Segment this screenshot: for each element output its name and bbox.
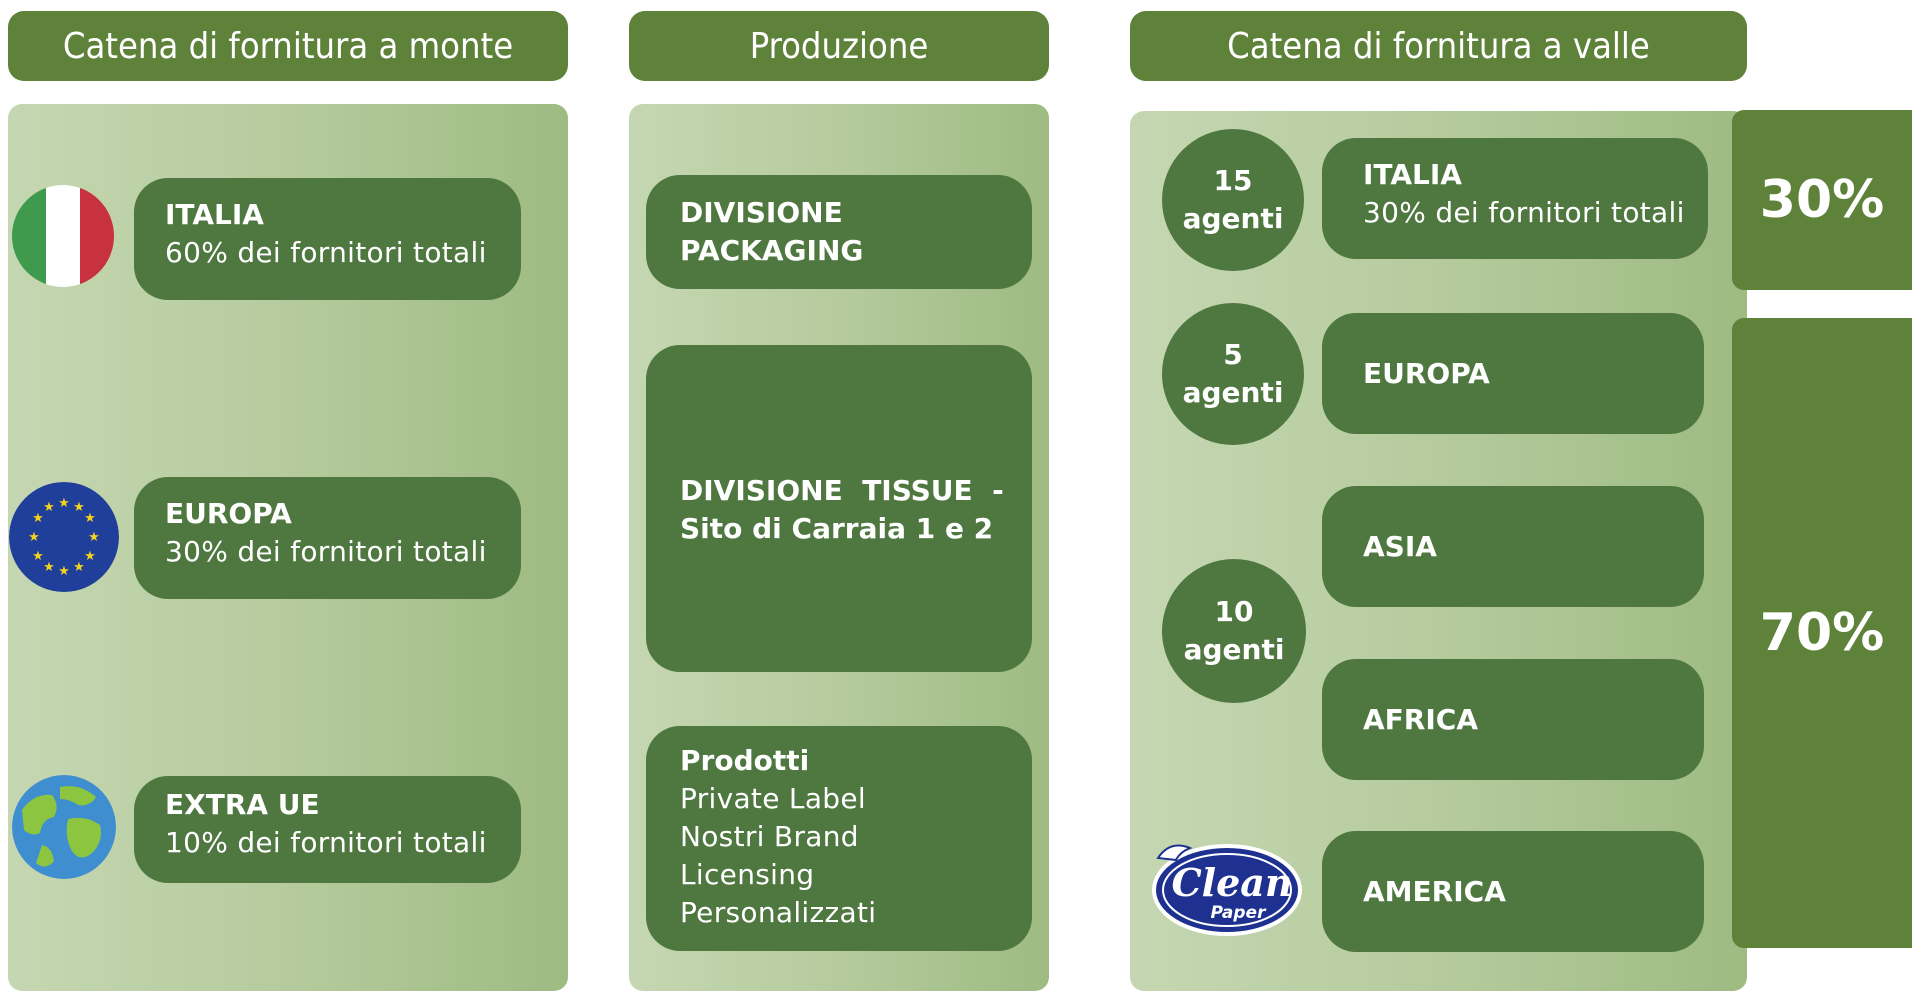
product-item: Nostri Brand	[680, 820, 859, 853]
downstream-america-card: AMERICA	[1322, 831, 1704, 952]
clean-paper-logo: Clean Paper	[1150, 836, 1304, 940]
svg-text:★: ★	[58, 564, 70, 579]
agents-count: 10	[1214, 595, 1254, 628]
downstream-america-title: AMERICA	[1363, 874, 1506, 908]
svg-text:★: ★	[73, 560, 85, 575]
downstream-africa-title: AFRICA	[1363, 702, 1478, 736]
downstream-africa-card: AFRICA	[1322, 659, 1704, 780]
svg-text:★: ★	[88, 530, 100, 545]
share-italy-value: 30%	[1759, 170, 1885, 230]
upstream-italia-title: ITALIA	[165, 198, 264, 231]
packaging-division-label: DIVISIONE PACKAGING	[680, 196, 864, 267]
share-foreign-value: 70%	[1759, 603, 1885, 663]
upstream-extraue-subtitle: 10% dei fornitori totali	[165, 826, 487, 859]
italy-flag-icon	[12, 185, 114, 287]
tissue-division-card: DIVISIONE TISSUE - Sito di Carraia 1 e 2	[646, 345, 1032, 672]
downstream-italia-card: ITALIA 30% dei fornitori totali	[1322, 138, 1708, 259]
agents-label: agenti	[1182, 202, 1284, 235]
upstream-extraue-card: EXTRA UE 10% dei fornitori totali	[134, 776, 521, 883]
downstream-italia-subtitle: 30% dei fornitori totali	[1363, 196, 1685, 229]
share-italy-bar: 30%	[1732, 110, 1912, 290]
packaging-division-card: DIVISIONE PACKAGING	[646, 175, 1032, 289]
agents-circle-asia-africa: 10 agenti	[1162, 559, 1306, 703]
agents-count: 15	[1213, 164, 1253, 197]
product-item: Private Label	[680, 782, 866, 815]
agents-circle-europa: 5 agenti	[1162, 303, 1304, 445]
agents-label: agenti	[1183, 633, 1285, 666]
upstream-italia-card: ITALIA 60% dei fornitori totali	[134, 178, 521, 300]
header-downstream: Catena di fornitura a valle	[1130, 11, 1747, 81]
svg-text:★: ★	[84, 511, 96, 526]
svg-text:★: ★	[84, 549, 96, 564]
downstream-europa-card: EUROPA	[1322, 313, 1704, 434]
downstream-asia-card: ASIA	[1322, 486, 1704, 607]
header-upstream: Catena di fornitura a monte	[8, 11, 568, 81]
downstream-italia-title: ITALIA	[1363, 158, 1462, 191]
upstream-europa-title: EUROPA	[165, 497, 292, 530]
globe-icon	[12, 775, 116, 879]
svg-text:★: ★	[32, 549, 44, 564]
logo-word-paper: Paper	[1211, 903, 1268, 923]
downstream-asia-title: ASIA	[1363, 529, 1437, 563]
products-title: Prodotti	[680, 744, 810, 777]
product-item: Licensing	[680, 858, 815, 891]
svg-text:★: ★	[43, 560, 55, 575]
upstream-europa-card: EUROPA 30% dei fornitori totali	[134, 477, 521, 599]
svg-text:★: ★	[58, 496, 70, 511]
share-foreign-bar: 70%	[1732, 318, 1912, 948]
products-card: Prodotti Private Label Nostri Brand Lice…	[646, 726, 1032, 951]
svg-text:★: ★	[28, 530, 40, 545]
agents-circle-italia: 15 agenti	[1162, 129, 1304, 271]
downstream-europa-title: EUROPA	[1363, 356, 1490, 390]
svg-text:★: ★	[32, 511, 44, 526]
upstream-italia-subtitle: 60% dei fornitori totali	[165, 236, 487, 269]
upstream-europa-subtitle: 30% dei fornitori totali	[165, 535, 487, 568]
svg-text:★: ★	[43, 500, 55, 515]
upstream-extraue-title: EXTRA UE	[165, 788, 320, 821]
agents-label: agenti	[1182, 376, 1284, 409]
eu-flag-icon: ★★★ ★★★ ★★★ ★★★	[9, 482, 119, 592]
tissue-division-line2: Sito di Carraia 1 e 2	[680, 512, 994, 545]
agents-count: 5	[1223, 338, 1243, 371]
product-item: Personalizzati	[680, 896, 877, 929]
logo-word-clean: Clean	[1171, 860, 1292, 905]
svg-text:★: ★	[73, 500, 85, 515]
header-production: Produzione	[629, 11, 1049, 81]
tissue-division-line1: DIVISIONE TISSUE -	[680, 474, 1004, 507]
